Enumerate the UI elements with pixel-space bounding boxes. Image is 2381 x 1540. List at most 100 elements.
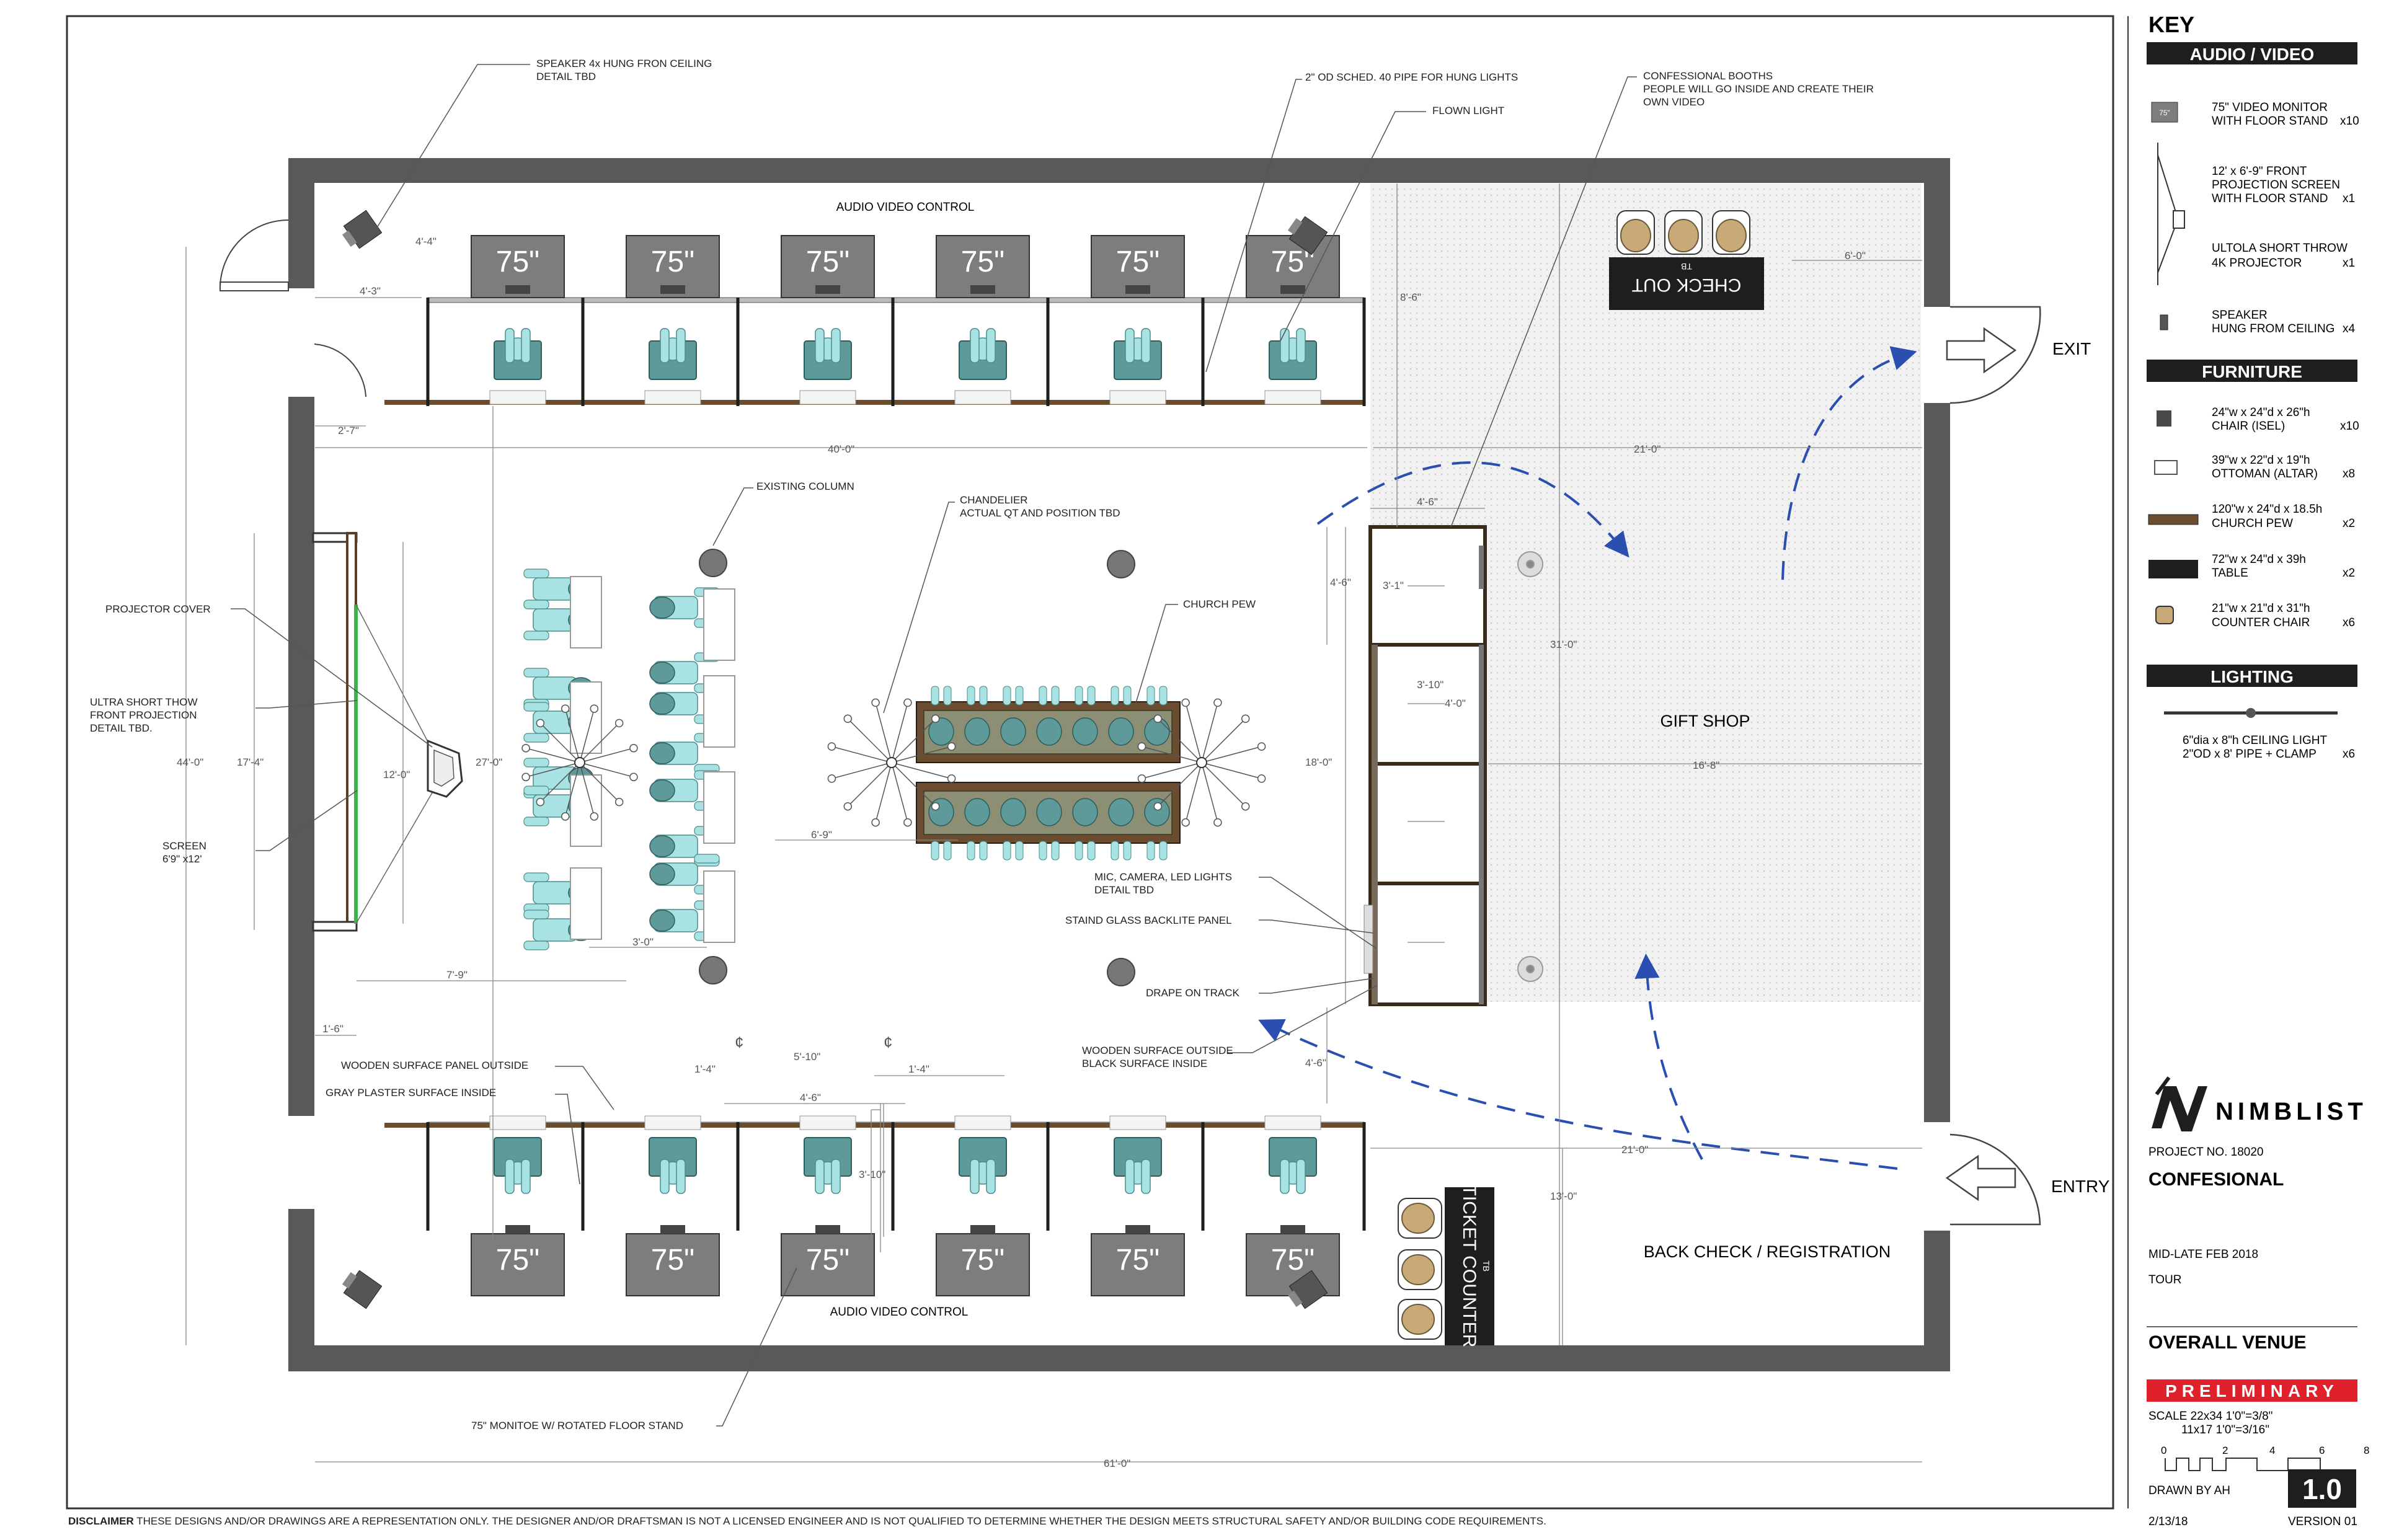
check-out-tb: TB xyxy=(1681,262,1692,272)
ottoman xyxy=(703,588,735,661)
centerline-2: ¢ xyxy=(884,1033,892,1051)
figure-leg xyxy=(931,841,939,861)
sheet-number-box xyxy=(2288,1469,2356,1508)
seated-figure xyxy=(649,733,720,774)
key-table-l1: 72"w x 24"d x 39h xyxy=(2212,553,2306,566)
sheet-number: 1.0 xyxy=(2302,1473,2342,1505)
figure-leg xyxy=(1111,686,1119,706)
monitor-stand xyxy=(660,285,685,294)
monitor-stand xyxy=(1125,1225,1150,1234)
scale-line-1: SCALE 22x34 1'0"=3/8" xyxy=(2148,1410,2272,1423)
visitor-flow-arrows xyxy=(1258,346,1917,1170)
key-monitor-icon xyxy=(2151,102,2178,123)
scale-line-2: 11x17 1'0"=3/16" xyxy=(2181,1423,2269,1436)
counter-chair xyxy=(1398,1249,1442,1290)
figure-leg xyxy=(815,1159,825,1194)
speaker-icon xyxy=(1287,1270,1328,1309)
dim-6-9: 6'-9" xyxy=(811,829,832,841)
monitor-size-label: 75" xyxy=(496,1244,539,1277)
dim-27-0: 27'-0" xyxy=(476,756,502,768)
dim-40-0: 40'-0" xyxy=(828,443,854,455)
figure-leg xyxy=(676,328,686,363)
seated-figure xyxy=(1000,798,1026,826)
ottoman xyxy=(703,771,735,844)
figure-leg xyxy=(660,1159,670,1194)
key-projector-l2: 4K PROJECTOR xyxy=(2212,257,2302,270)
figure-leg xyxy=(521,328,531,363)
dim-3-10-bottom: 3'-10" xyxy=(859,1169,885,1180)
figure-leg xyxy=(1159,686,1168,706)
chandelier xyxy=(521,704,638,821)
figure-leg xyxy=(970,1159,980,1194)
figure-leg xyxy=(660,328,670,363)
monitor-stand xyxy=(970,285,995,294)
key-light-qty: x6 xyxy=(2343,748,2355,761)
seated-figure xyxy=(1072,798,1098,826)
counter-chair xyxy=(1664,210,1703,255)
back-check-label: BACK CHECK / REGISTRATION xyxy=(1644,1242,1891,1261)
existing-column xyxy=(1107,550,1135,578)
desk-surface xyxy=(489,1115,546,1130)
existing-column xyxy=(699,956,727,985)
dim-31-0: 31'-0" xyxy=(1550,639,1577,650)
seated-figure xyxy=(1072,717,1098,746)
key-chair-l2: CHAIR (ISEL) xyxy=(2212,420,2285,433)
dim-4-6-bottom: 4'-6" xyxy=(800,1092,821,1104)
callout-church-pew: CHURCH PEW xyxy=(1183,598,1256,610)
key-screen-l3: WITH FLOOR STAND xyxy=(2212,192,2328,205)
figure-leg xyxy=(943,686,952,706)
key-screen-l1: 12' x 6'-9" FRONT xyxy=(2212,165,2307,178)
dim-3-1: 3'-1" xyxy=(1383,580,1404,591)
figure-leg xyxy=(986,1159,996,1194)
monitor-stand xyxy=(1125,285,1150,294)
key-pew-qty: x2 xyxy=(2343,517,2355,530)
figure-leg xyxy=(979,841,988,861)
scale-tick-0: 0 xyxy=(2161,1445,2166,1456)
figure-leg xyxy=(986,328,996,363)
seated-figure xyxy=(1036,717,1062,746)
figure-leg xyxy=(1280,1159,1290,1194)
figure-leg xyxy=(815,328,825,363)
callout-ust: FRONT PROJECTION xyxy=(90,709,197,721)
desk-surface xyxy=(1264,390,1321,405)
dim-44-0: 44'-0" xyxy=(177,756,203,768)
callout-booths: CONFESSIONAL BOOTHS xyxy=(1643,70,1773,82)
seated-figure xyxy=(964,717,990,746)
callout-column: EXISTING COLUMN xyxy=(756,480,854,492)
av-control-bottom-label: AUDIO VIDEO CONTROL xyxy=(830,1306,969,1319)
dimension-labels: 4'-4" 4'-3" 2'-7" 40'-0" 21'-0" 6'-0" 8'… xyxy=(177,236,1866,1469)
nimblist-logo xyxy=(2152,1076,2207,1131)
av-control-top-label: AUDIO VIDEO CONTROL xyxy=(836,201,975,214)
monitor-75 xyxy=(626,1233,720,1296)
figure-leg xyxy=(943,841,952,861)
dim-18-0: 18'-0" xyxy=(1305,756,1332,768)
preliminary-label: PRELIMINARY xyxy=(2165,1381,2339,1401)
monitor-75 xyxy=(936,1233,1030,1296)
entry-door xyxy=(1945,1133,2041,1226)
speaker-icon xyxy=(342,1270,383,1309)
seated-figure xyxy=(1108,798,1134,826)
monitor-stand xyxy=(505,285,530,294)
key-monitor-badge: 75" xyxy=(2159,108,2170,117)
counter-chair xyxy=(1616,210,1655,255)
figure-leg xyxy=(1039,841,1047,861)
dim-4-3: 4'-3" xyxy=(360,285,381,297)
key-screen-qty: x1 xyxy=(2343,192,2355,205)
exterior-walls xyxy=(288,158,1950,1371)
check-out-label: CHECK OUT xyxy=(1632,275,1742,295)
sheet-title: OVERALL VENUE xyxy=(2148,1332,2307,1353)
dimension-lines xyxy=(185,184,1922,1463)
figure-leg xyxy=(1003,686,1011,706)
monitor-75 xyxy=(471,1233,565,1296)
callout-speaker: DETAIL TBD xyxy=(536,71,596,82)
callout-wood-black: BLACK SURFACE INSIDE xyxy=(1082,1058,1207,1069)
issue-date: 2/13/18 xyxy=(2148,1515,2188,1528)
figure-leg xyxy=(931,686,939,706)
dim-4-4: 4'-4" xyxy=(415,236,437,247)
side-door xyxy=(219,219,366,397)
callout-pipe: 2" OD SCHED. 40 PIPE FOR HUNG LIGHTS xyxy=(1305,71,1518,83)
key-counter-chair-l1: 21"w x 21"d x 31"h xyxy=(2212,602,2310,615)
gift-shop-label: GIFT SHOP xyxy=(1660,712,1750,730)
dim-6-0: 6'-0" xyxy=(1845,250,1866,262)
